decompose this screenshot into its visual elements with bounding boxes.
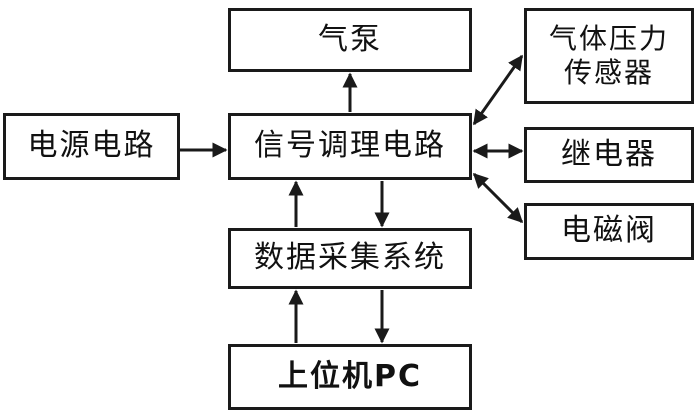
power-circuit-label: 电源电路 [27, 128, 156, 164]
signal-conditioning-block: 信号调理电路 [228, 113, 472, 180]
data-acquisition-block: 数据采集系统 [228, 228, 472, 289]
pressure-sensor-block: 气体压力 传感器 [524, 8, 694, 104]
pump-block: 气泵 [228, 8, 472, 72]
data-acquisition-label: 数据采集系统 [254, 240, 446, 276]
solenoid-valve-block: 电磁阀 [524, 203, 694, 260]
pressure-sensor-label: 气体压力 传感器 [548, 22, 669, 89]
host-pc-block: 上位机PC [228, 344, 472, 410]
signal-conditioning-label: 信号调理电路 [254, 128, 446, 164]
arrow-signal-valve-bidirectional [472, 172, 524, 224]
solenoid-valve-label: 电磁阀 [561, 213, 657, 249]
relay-block: 继电器 [524, 127, 694, 183]
host-pc-label: 上位机PC [277, 358, 422, 394]
relay-label: 继电器 [561, 136, 657, 172]
pump-label: 气泵 [318, 21, 382, 57]
arrow-signal-sensor-bidirectional [472, 54, 524, 126]
power-circuit-block: 电源电路 [3, 113, 180, 180]
